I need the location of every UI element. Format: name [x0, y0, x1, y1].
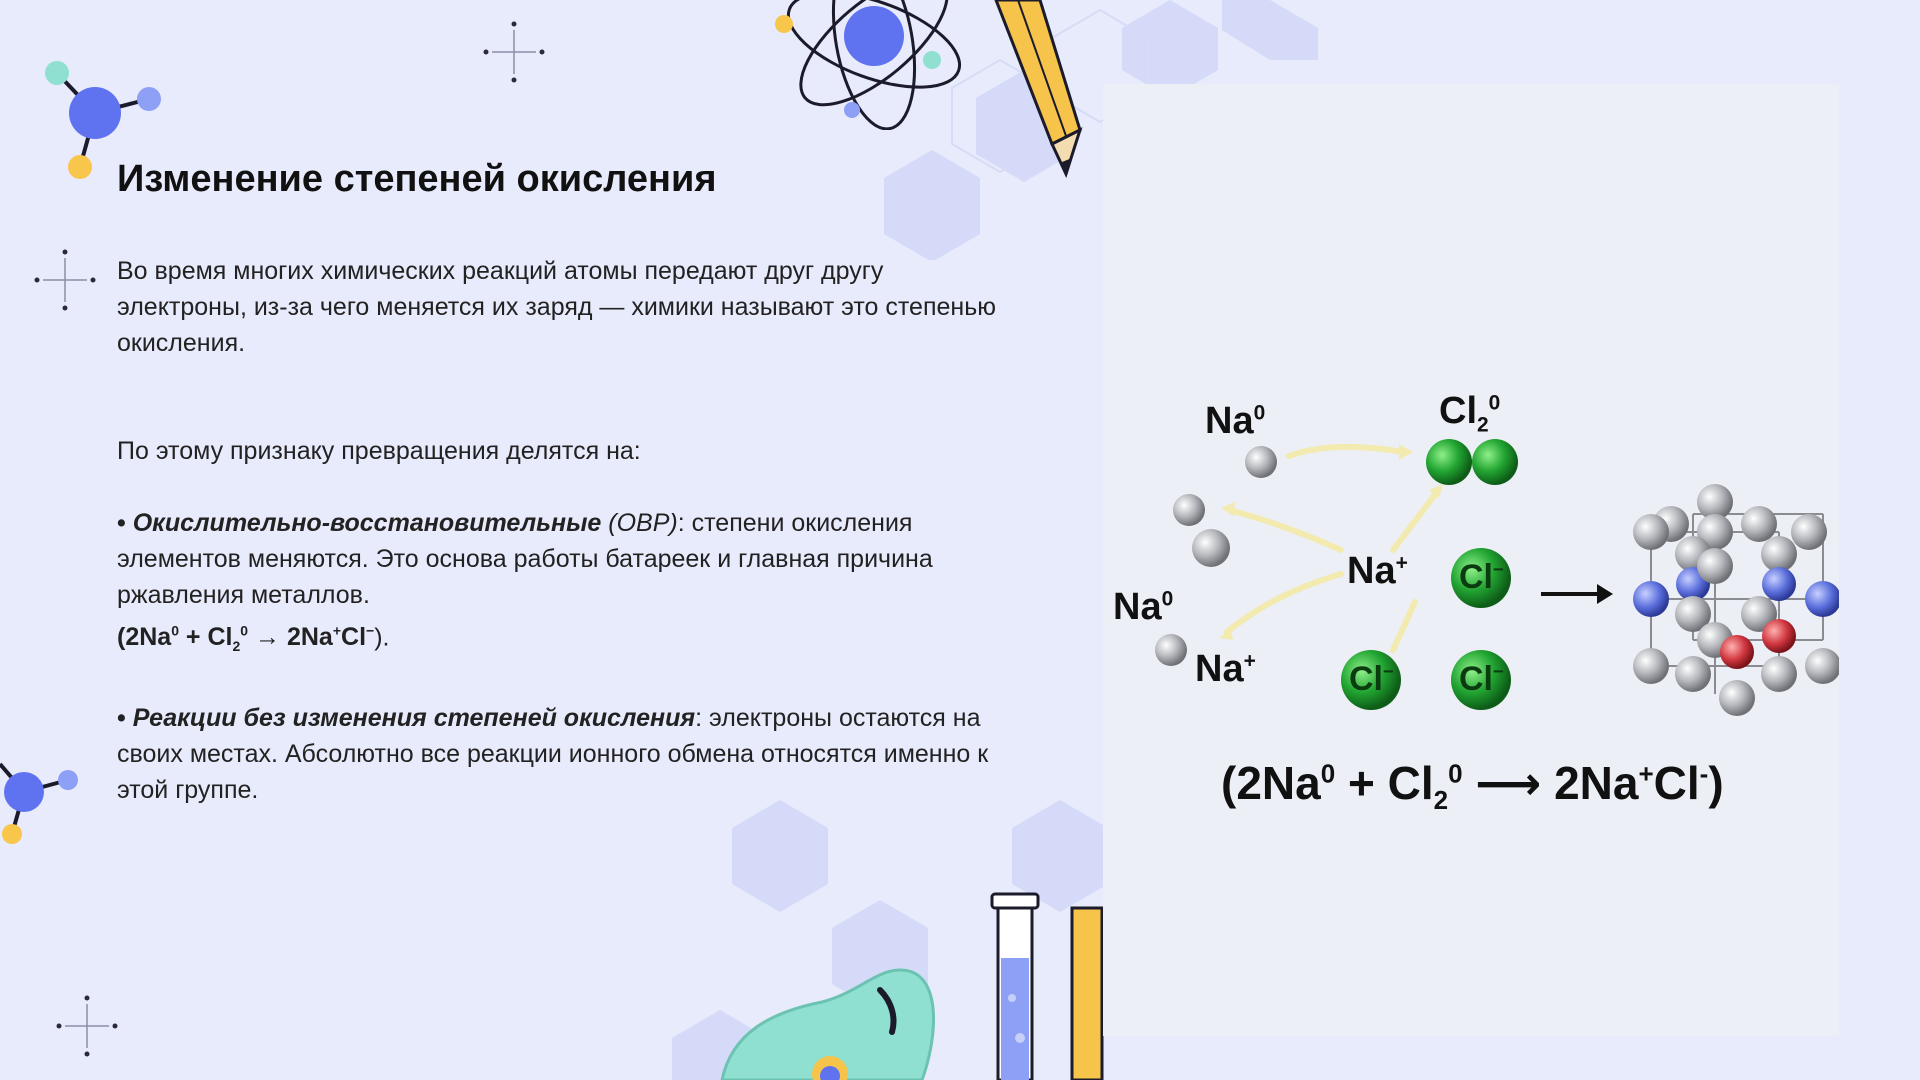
sparkle-decoration — [34, 249, 96, 311]
label-cl-minus-2: Cl− — [1349, 660, 1394, 698]
arrow-heads — [1219, 444, 1443, 640]
electron-transfer-arrows — [1224, 443, 1440, 653]
label-cl2: Cl20 — [1439, 390, 1501, 437]
pencil-decoration — [994, 0, 1083, 179]
diagram-formula: (2Na0 + Cl20 ⟶ 2Na+Cl-) — [1221, 757, 1724, 816]
slide-title: Изменение степеней окисления — [117, 158, 717, 200]
label-na-plus-bottom: Na+ — [1195, 648, 1256, 690]
microbe-decoration — [720, 968, 935, 1080]
intro-paragraph: Во время многих химических реакций атомы… — [117, 257, 996, 357]
bullet-abbreviation: (ОВР) — [601, 509, 678, 537]
atom-decoration — [775, 0, 962, 130]
slide-body: Во время многих химических реакций атомы… — [117, 253, 1017, 844]
label-na0-top: Na0 — [1205, 400, 1266, 442]
inline-formula: (2Na0 + Cl20 → 2Na+Cl− — [117, 623, 375, 655]
bullet-text: : степени окисления элементов меняются. … — [117, 509, 933, 609]
label-cl-minus-3: Cl− — [1459, 660, 1504, 698]
bullet-non-redox: • Реакции без изменения степеней окислен… — [117, 700, 1017, 808]
bullet-text: : электроны остаются на своих местах. Аб… — [117, 704, 989, 805]
bullet-redox: • Окислительно-восстановительные (ОВР): … — [117, 509, 933, 655]
bullet-marker: • — [117, 704, 126, 733]
sparkle-decoration — [56, 995, 118, 1057]
bullet-term: Реакции без изменения степеней окисления — [132, 704, 696, 733]
label-cl-minus-1: Cl− — [1459, 558, 1504, 596]
crystal-lattice — [1633, 484, 1839, 716]
sparkle-decoration — [483, 21, 545, 83]
lead-paragraph: По этому признаку превращения делятся на… — [117, 437, 641, 465]
reaction-diagram-drawing — [1155, 439, 1839, 716]
molecule-decoration-top-left — [45, 61, 161, 179]
label-na0-left: Na0 — [1113, 586, 1174, 628]
reaction-diagram-image: Na0 Cl20 Na+ Na0 Na+ Cl− Cl− Cl− (2Na0 +… — [1103, 84, 1839, 1036]
bullet-marker: • — [117, 509, 126, 537]
bullet-term: Окислительно-восстановительные — [132, 509, 602, 537]
label-na-plus-middle: Na+ — [1347, 550, 1408, 592]
test-tube-decoration — [990, 892, 1104, 1080]
molecule-decoration-left — [0, 762, 78, 844]
